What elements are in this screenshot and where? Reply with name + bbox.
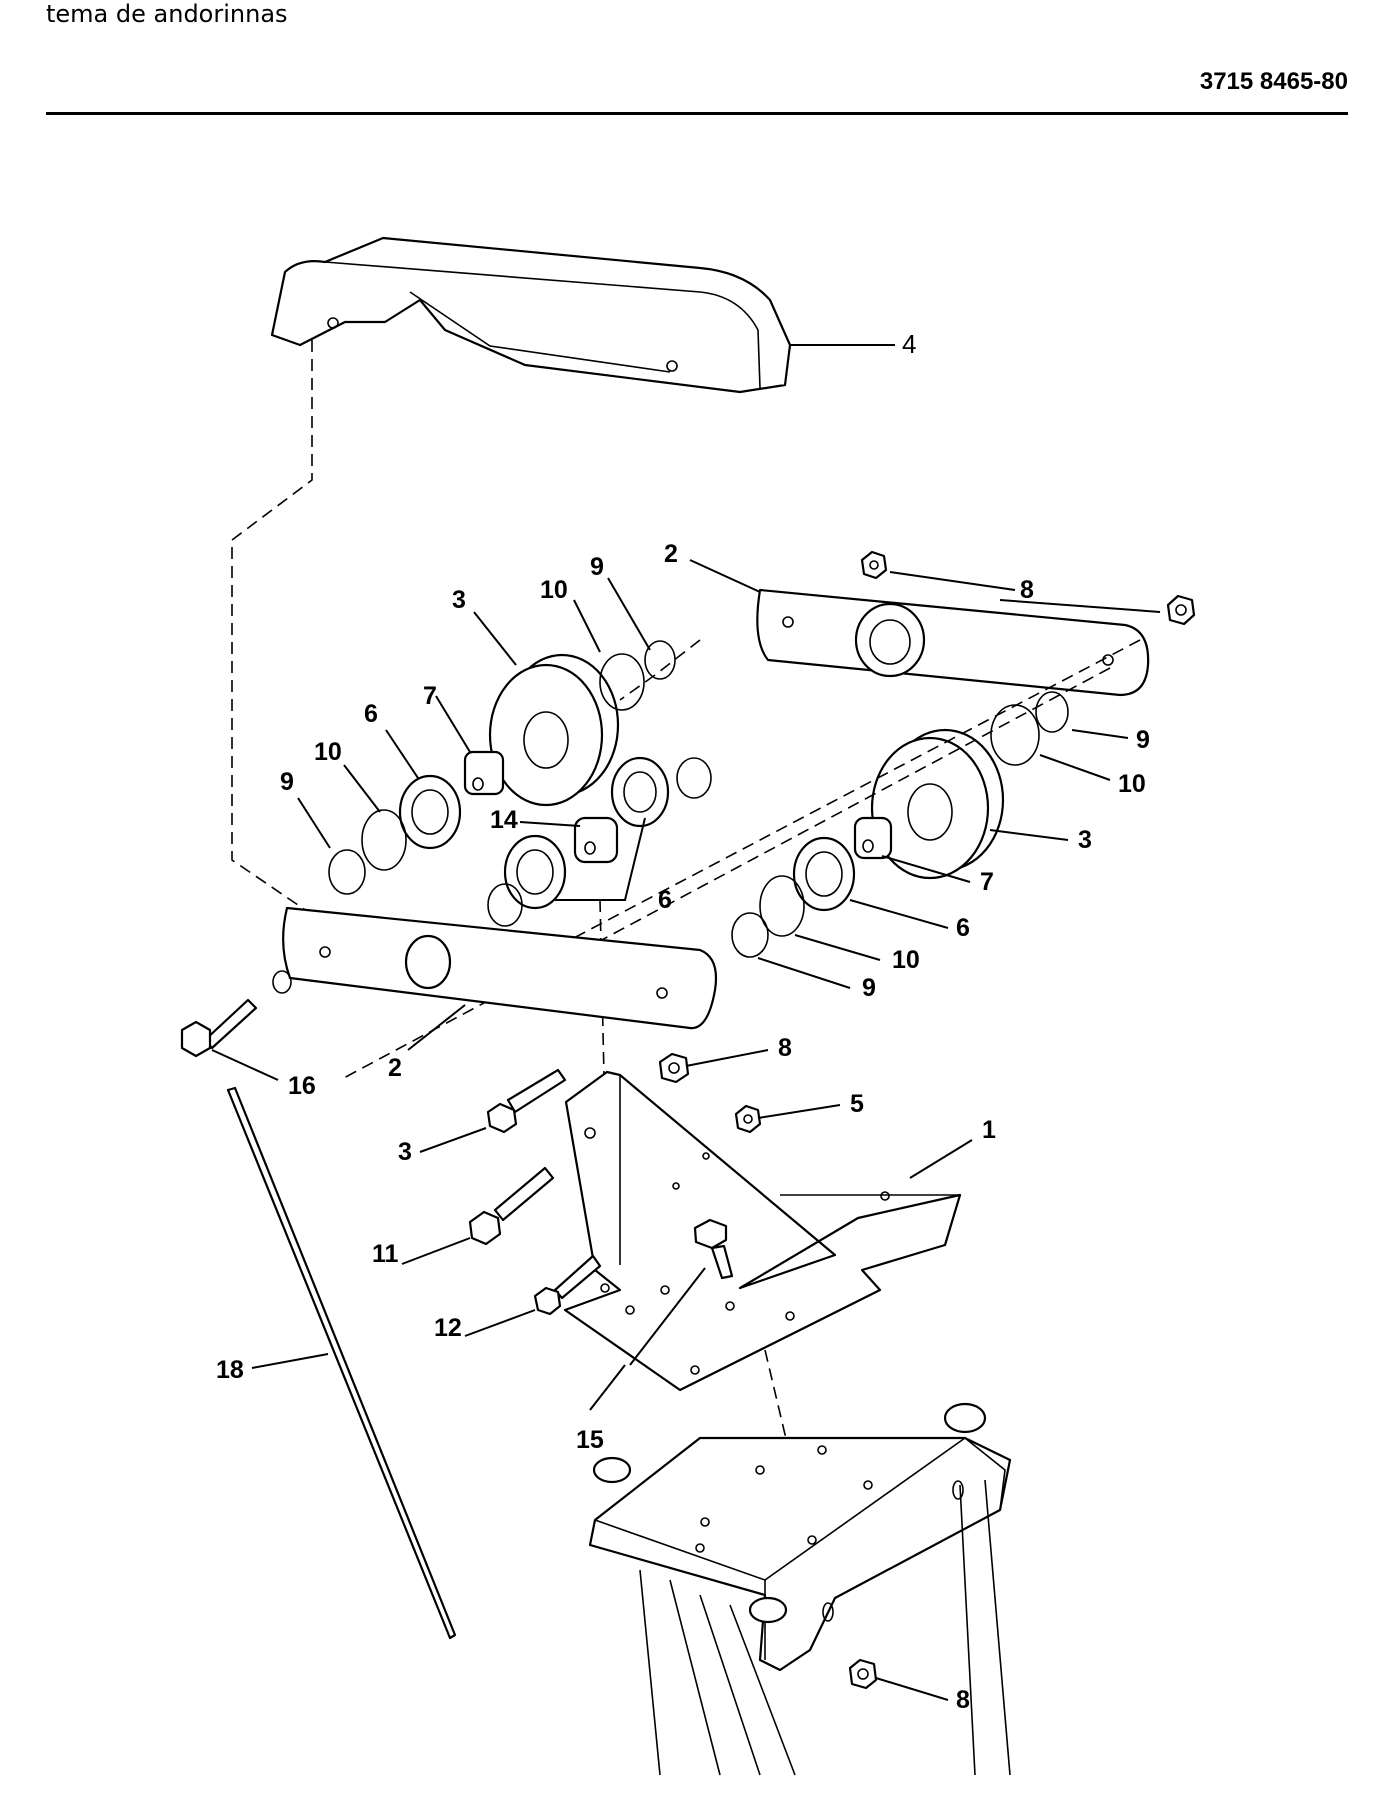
guard-cover [270, 236, 792, 394]
nut-upper-left [860, 550, 888, 580]
ring-upper-10 [599, 653, 645, 711]
callout-9-right-lower: 9 [862, 974, 876, 1002]
callout-8-upper: 8 [1020, 576, 1034, 604]
callout-12: 12 [434, 1314, 462, 1342]
callout-6-center: 6 [658, 886, 672, 914]
upper-axis-line [474, 639, 1141, 991]
callout-11: 11 [372, 1240, 399, 1268]
callout-3-upper: 3 [452, 586, 466, 614]
circlip-right-lower-9 [731, 912, 769, 958]
callout-7-left: 7 [423, 682, 437, 710]
callout-9-upper: 9 [590, 553, 604, 581]
base-frame [588, 1402, 1012, 1776]
callout-7-right: 7 [980, 868, 994, 896]
bolt-3 [486, 1068, 567, 1134]
document-caption: tema de andorinnas [46, 0, 288, 28]
mounting-bracket [563, 1070, 962, 1392]
callout-9-left: 9 [280, 768, 294, 796]
nut-upper-right [1166, 594, 1196, 626]
bolt-15 [693, 1218, 734, 1280]
lower-axis-line [619, 639, 701, 701]
callout-5: 5 [850, 1090, 864, 1118]
left-bearing-stack [328, 750, 505, 895]
ring-right-lower-10 [759, 875, 805, 937]
center-bearing-stack [487, 756, 670, 927]
callout-14: 14 [490, 806, 518, 834]
callout-10-right-lower: 10 [892, 946, 920, 974]
callout-6-left: 6 [364, 700, 378, 728]
document-number: 3715 8465-80 [1199, 68, 1348, 95]
leader-lines [211, 344, 1161, 1701]
left-pulley [488, 653, 620, 807]
callout-15: 15 [576, 1426, 604, 1454]
rod-18 [226, 1086, 457, 1640]
callout-3-right: 3 [1078, 826, 1092, 854]
circlip-left-9 [328, 849, 366, 895]
callout-2-upper: 2 [664, 540, 678, 568]
callout-18: 18 [216, 1356, 244, 1384]
callout-2-lower: 2 [388, 1054, 402, 1082]
header-rule [46, 112, 1348, 115]
bolt-11 [468, 1166, 555, 1246]
ring-left-10 [361, 809, 407, 871]
callout-10-left: 10 [314, 738, 342, 766]
nut-middle [658, 1052, 690, 1084]
circlip-middle-9 [676, 757, 712, 799]
callout-8-lower: 8 [956, 1686, 970, 1714]
right-pulley [870, 728, 1005, 880]
callout-10-upper: 10 [540, 576, 568, 604]
callout-3-lower: 3 [398, 1138, 412, 1166]
nut-bottom [848, 1658, 878, 1690]
right-bearing-stack [731, 816, 893, 958]
lower-side-plate [282, 906, 718, 1030]
callout-10-right-upper: 10 [1118, 770, 1146, 798]
nut-5 [734, 1104, 762, 1134]
bolt-12 [533, 1254, 602, 1316]
circlip-right-upper-9 [1035, 691, 1069, 733]
circlip-upper-9 [644, 640, 676, 680]
callout-6-right: 6 [956, 914, 970, 942]
callout-16: 16 [288, 1072, 316, 1100]
guard-fixing-line [231, 340, 321, 921]
callout-4: 4 [902, 329, 916, 359]
bolt-16 [180, 970, 292, 1058]
callout-1: 1 [982, 1116, 996, 1144]
callout-9-right-upper: 9 [1136, 726, 1150, 754]
callout-8-middle: 8 [778, 1034, 792, 1062]
circlip-center-9 [487, 883, 523, 927]
middle-axis-line [339, 667, 1111, 1081]
